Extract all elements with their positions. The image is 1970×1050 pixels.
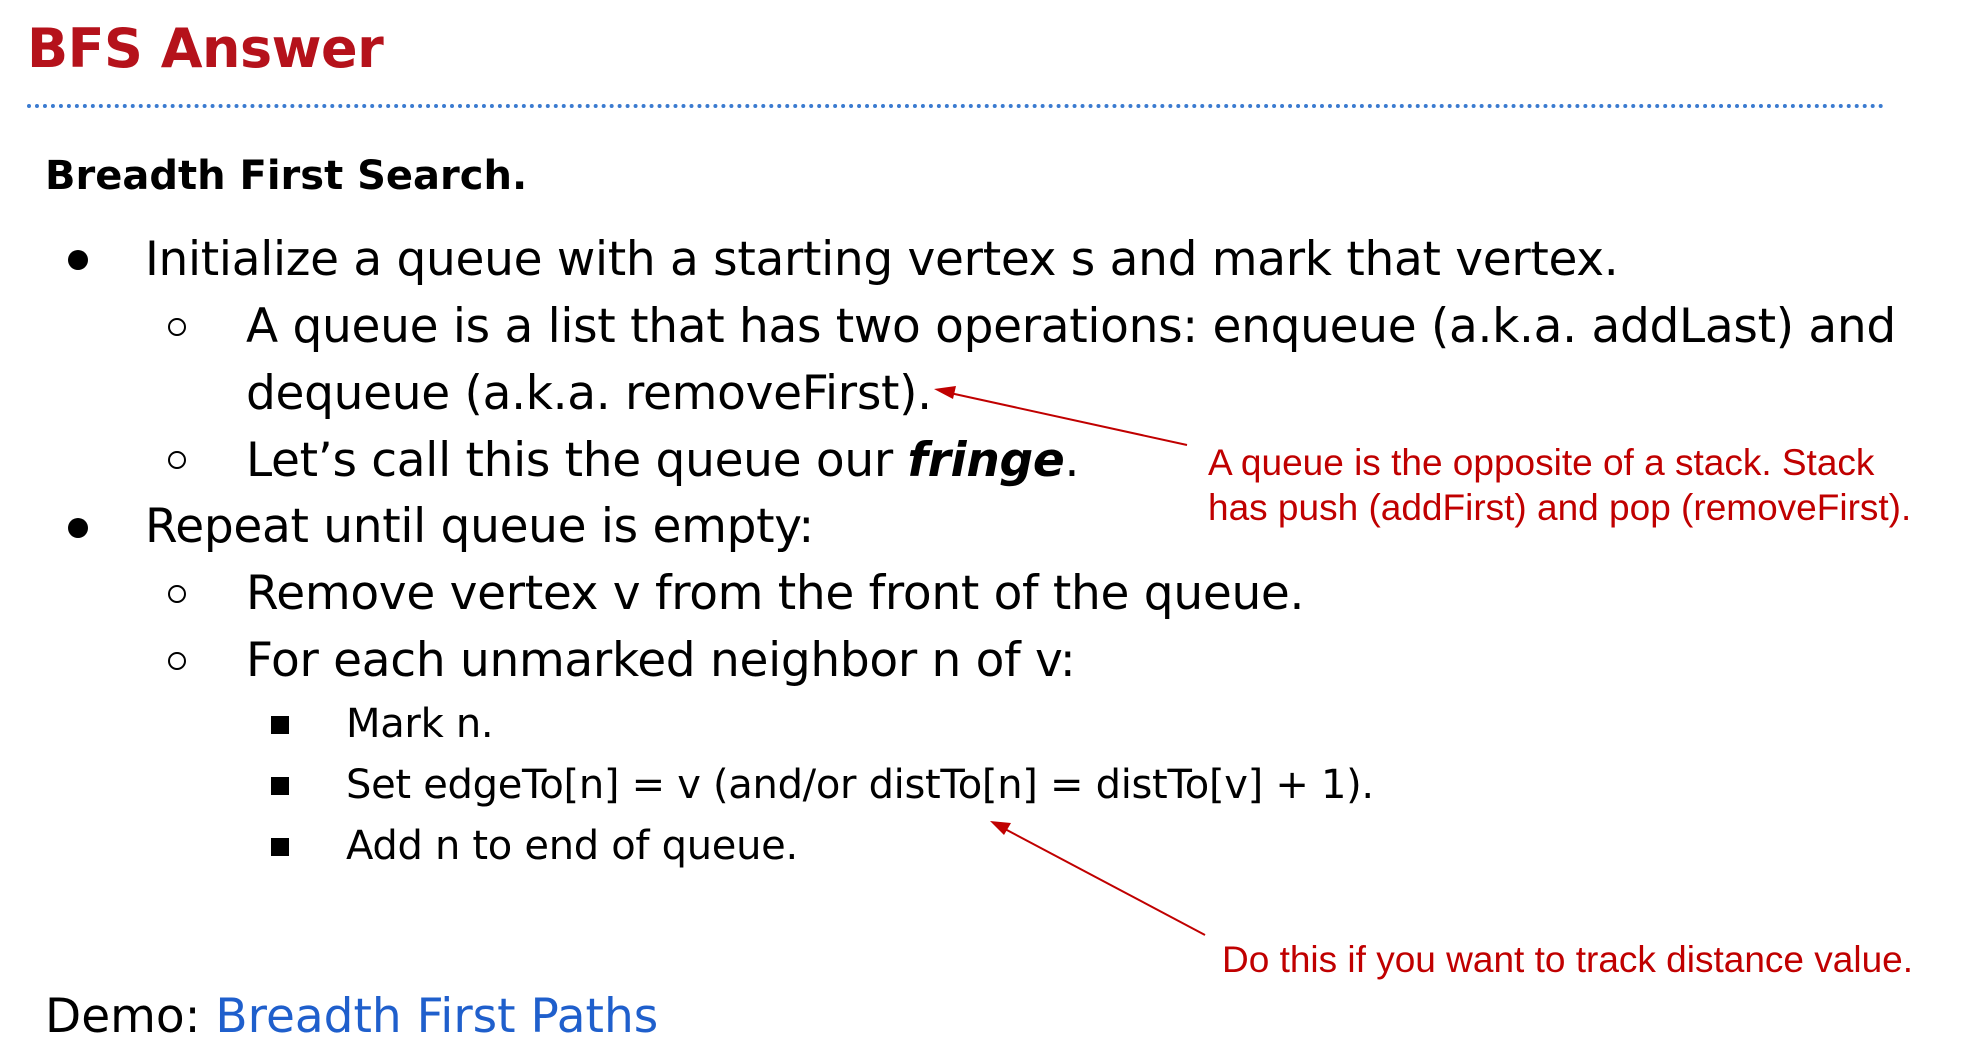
distance-annotation: Do this if you want to track distance va… bbox=[1222, 939, 1914, 980]
queue-annotation-line1: A queue is the opposite of a stack. Stac… bbox=[1208, 442, 1875, 483]
bullet-circle-icon bbox=[168, 652, 186, 670]
fringe-term: fringe bbox=[907, 433, 1065, 488]
bullet-dot-icon bbox=[68, 518, 88, 538]
queue-annotation-line2: has push (addFirst) and pop (removeFirst… bbox=[1208, 487, 1912, 528]
bullet-square-icon bbox=[271, 716, 289, 734]
distance-arrowhead-icon bbox=[990, 821, 1011, 835]
section-heading: Breadth First Search. bbox=[45, 153, 528, 199]
bullet-mark-n: Mark n. bbox=[346, 701, 494, 747]
bullet-for-each-neighbor: For each unmarked neighbor n of v: bbox=[246, 633, 1076, 688]
queue-arrowhead-icon bbox=[934, 386, 956, 399]
bullet-fringe: Let’s call this the queue our fringe. bbox=[246, 428, 1079, 494]
bullet-circle-icon bbox=[168, 585, 186, 603]
fringe-suffix-text: . bbox=[1064, 433, 1080, 488]
bullet-initialize: Initialize a queue with a starting verte… bbox=[145, 232, 1619, 287]
bullet-remove-vertex: Remove vertex v from the front of the qu… bbox=[246, 566, 1305, 621]
bullet-dot-icon bbox=[68, 250, 88, 270]
title-divider bbox=[27, 104, 1885, 108]
bullet-circle-icon bbox=[168, 451, 186, 469]
bullet-set-edgeto: Set edgeTo[n] = v (and/or distTo[n] = di… bbox=[346, 762, 1374, 808]
bullet-add-to-queue: Add n to end of queue. bbox=[346, 823, 798, 869]
distance-annotation-arrow bbox=[1004, 828, 1206, 936]
slide-title: BFS Answer bbox=[27, 17, 384, 80]
bullet-repeat: Repeat until queue is empty: bbox=[145, 499, 814, 554]
bullet-square-icon bbox=[271, 777, 289, 795]
fringe-prefix-text: Let’s call this the queue our bbox=[246, 433, 908, 488]
breadth-first-paths-link[interactable]: Breadth First Paths bbox=[215, 989, 659, 1044]
bullet-square-icon bbox=[271, 838, 289, 856]
bullet-circle-icon bbox=[168, 318, 186, 336]
bullet-queue-def-line1: A queue is a list that has two operation… bbox=[246, 299, 1896, 354]
demo-label: Demo: bbox=[45, 989, 216, 1044]
demo-line: Demo: Breadth First Paths bbox=[45, 984, 658, 1050]
bullet-queue-def-line2: dequeue (a.k.a. removeFirst). bbox=[246, 366, 932, 421]
